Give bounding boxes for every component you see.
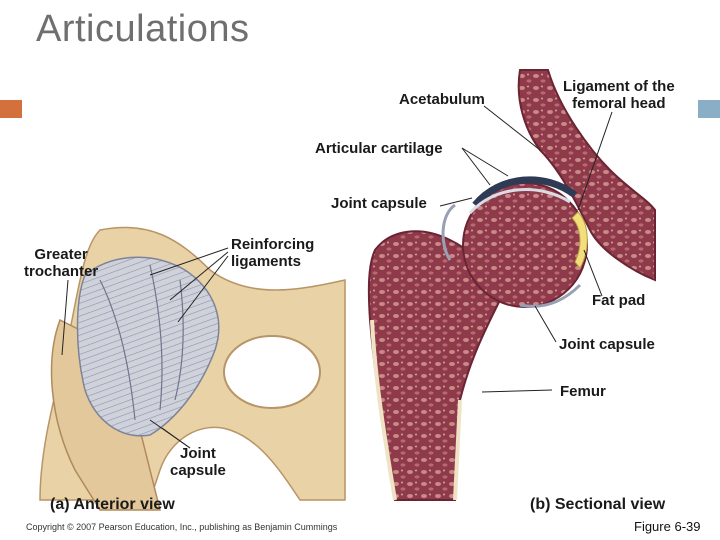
label-femur: Femur bbox=[560, 383, 606, 400]
label-acetabulum: Acetabulum bbox=[399, 91, 485, 108]
caption-anterior-view: (a) Anterior view bbox=[50, 496, 175, 514]
label-greater-trochanter: Greater trochanter bbox=[24, 246, 98, 280]
sectional-view-drawing bbox=[369, 70, 655, 500]
label-joint-capsule-bottom: Joint capsule bbox=[559, 336, 655, 353]
label-ligament-femoral-head: Ligament of the femoral head bbox=[563, 78, 675, 112]
label-fat-pad: Fat pad bbox=[592, 292, 645, 309]
caption-sectional-view: (b) Sectional view bbox=[530, 496, 665, 514]
copyright-notice: Copyright © 2007 Pearson Education, Inc.… bbox=[26, 522, 337, 532]
label-reinforcing-ligaments: Reinforcing ligaments bbox=[231, 236, 314, 270]
label-joint-capsule-anterior: Joint capsule bbox=[170, 445, 226, 479]
label-articular-cartilage: Articular cartilage bbox=[315, 140, 443, 157]
figure-number: Figure 6-39 bbox=[634, 519, 700, 534]
label-joint-capsule-top: Joint capsule bbox=[331, 195, 427, 212]
